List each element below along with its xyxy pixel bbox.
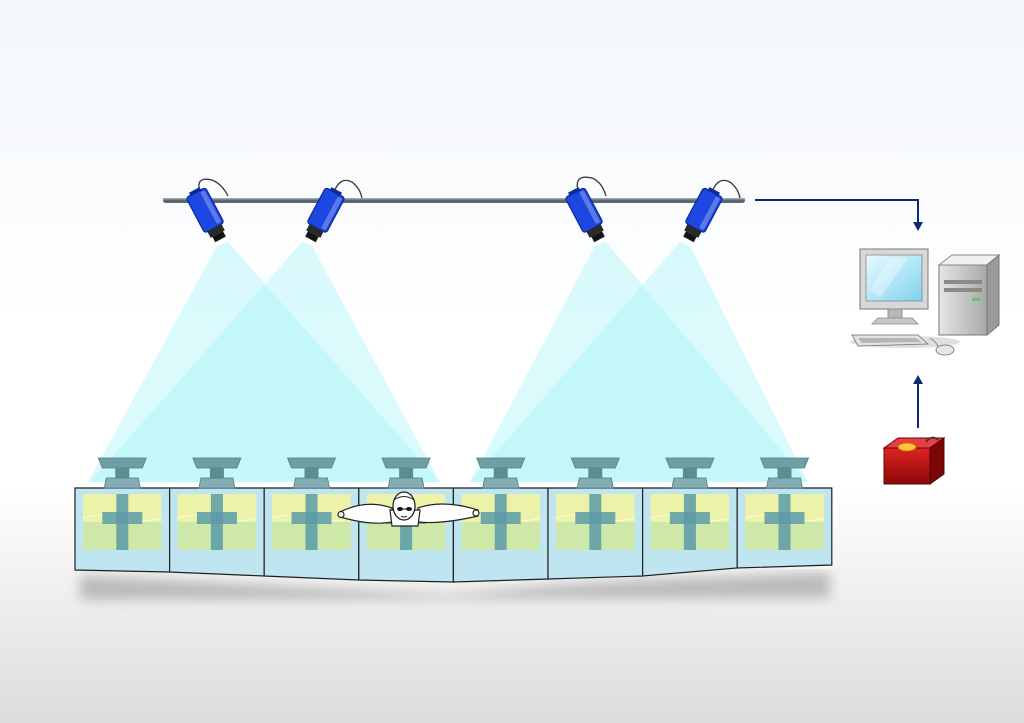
pool-shadow [80, 572, 830, 600]
desktop-computer-icon [850, 248, 1001, 356]
pool-lane-block [452, 487, 549, 583]
pool-lane-block [169, 487, 265, 577]
camera-beam-1 [88, 242, 440, 482]
starting-block [570, 457, 620, 489]
camera-cable [333, 179, 363, 199]
starting-block [476, 457, 526, 489]
camera-beams [88, 242, 808, 482]
camera-icon [565, 187, 605, 243]
pool [74, 457, 833, 583]
pool-lane-block [263, 487, 360, 581]
starting-block [286, 457, 337, 489]
camera-beam-3 [470, 242, 808, 482]
camera-cable [576, 176, 607, 197]
camera-beam-2 [90, 242, 440, 482]
starting-block [381, 457, 431, 489]
pool-lane-block [74, 487, 171, 573]
camera-icon [186, 187, 226, 243]
starting-block [665, 457, 715, 489]
camera-cable [711, 179, 741, 199]
starting-block [192, 457, 242, 489]
pool-lane-block [547, 487, 644, 580]
trigger-box-icon [882, 436, 946, 485]
starting-block [759, 457, 810, 489]
pool-lane-block [642, 487, 738, 577]
pool-lane-block [736, 487, 833, 569]
camera-icon [683, 187, 723, 243]
rail-to-computer-line [755, 199, 919, 224]
camera-icon [305, 187, 345, 243]
starting-block [97, 457, 147, 489]
cameras [186, 176, 741, 243]
camera-cable [198, 178, 229, 197]
swimmer-icon [337, 491, 480, 527]
camera-beam-4 [470, 242, 808, 482]
trigger-to-computer-arrow [913, 375, 923, 384]
signal-lines [755, 199, 923, 428]
rail-to-computer-arrow [913, 222, 923, 231]
